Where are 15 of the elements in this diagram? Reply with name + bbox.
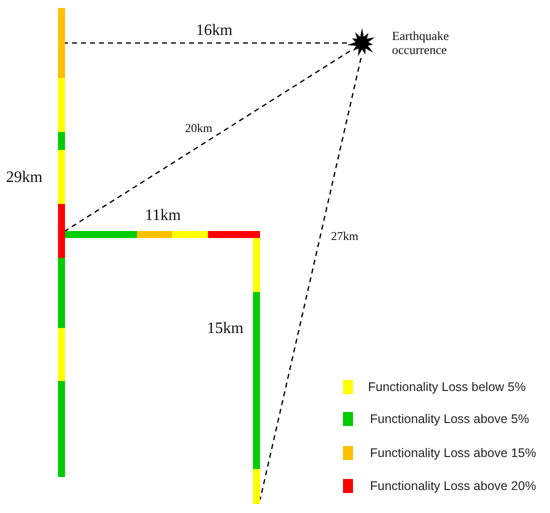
legend-label: Functionality Loss above 5% [370, 412, 530, 427]
legend-label: Functionality Loss above 15% [370, 446, 536, 461]
legend-label: Functionality Loss above 20% [370, 479, 536, 494]
distance-label: 20km [184, 122, 214, 136]
length-label: 15km [207, 320, 244, 338]
color-coded-road [253, 238, 260, 504]
dashed-distance-line [259, 58, 362, 500]
color-coded-road [65, 231, 260, 238]
color-coded-road [58, 8, 65, 477]
length-label: 11km [145, 207, 181, 226]
length-label: 29km [6, 169, 42, 188]
dashed-distance-line [65, 42, 347, 44]
legend-label: Functionality Loss below 5% [368, 380, 526, 395]
explosion-icon [347, 28, 377, 58]
node-caption: Earthquake occurrence [392, 29, 450, 58]
